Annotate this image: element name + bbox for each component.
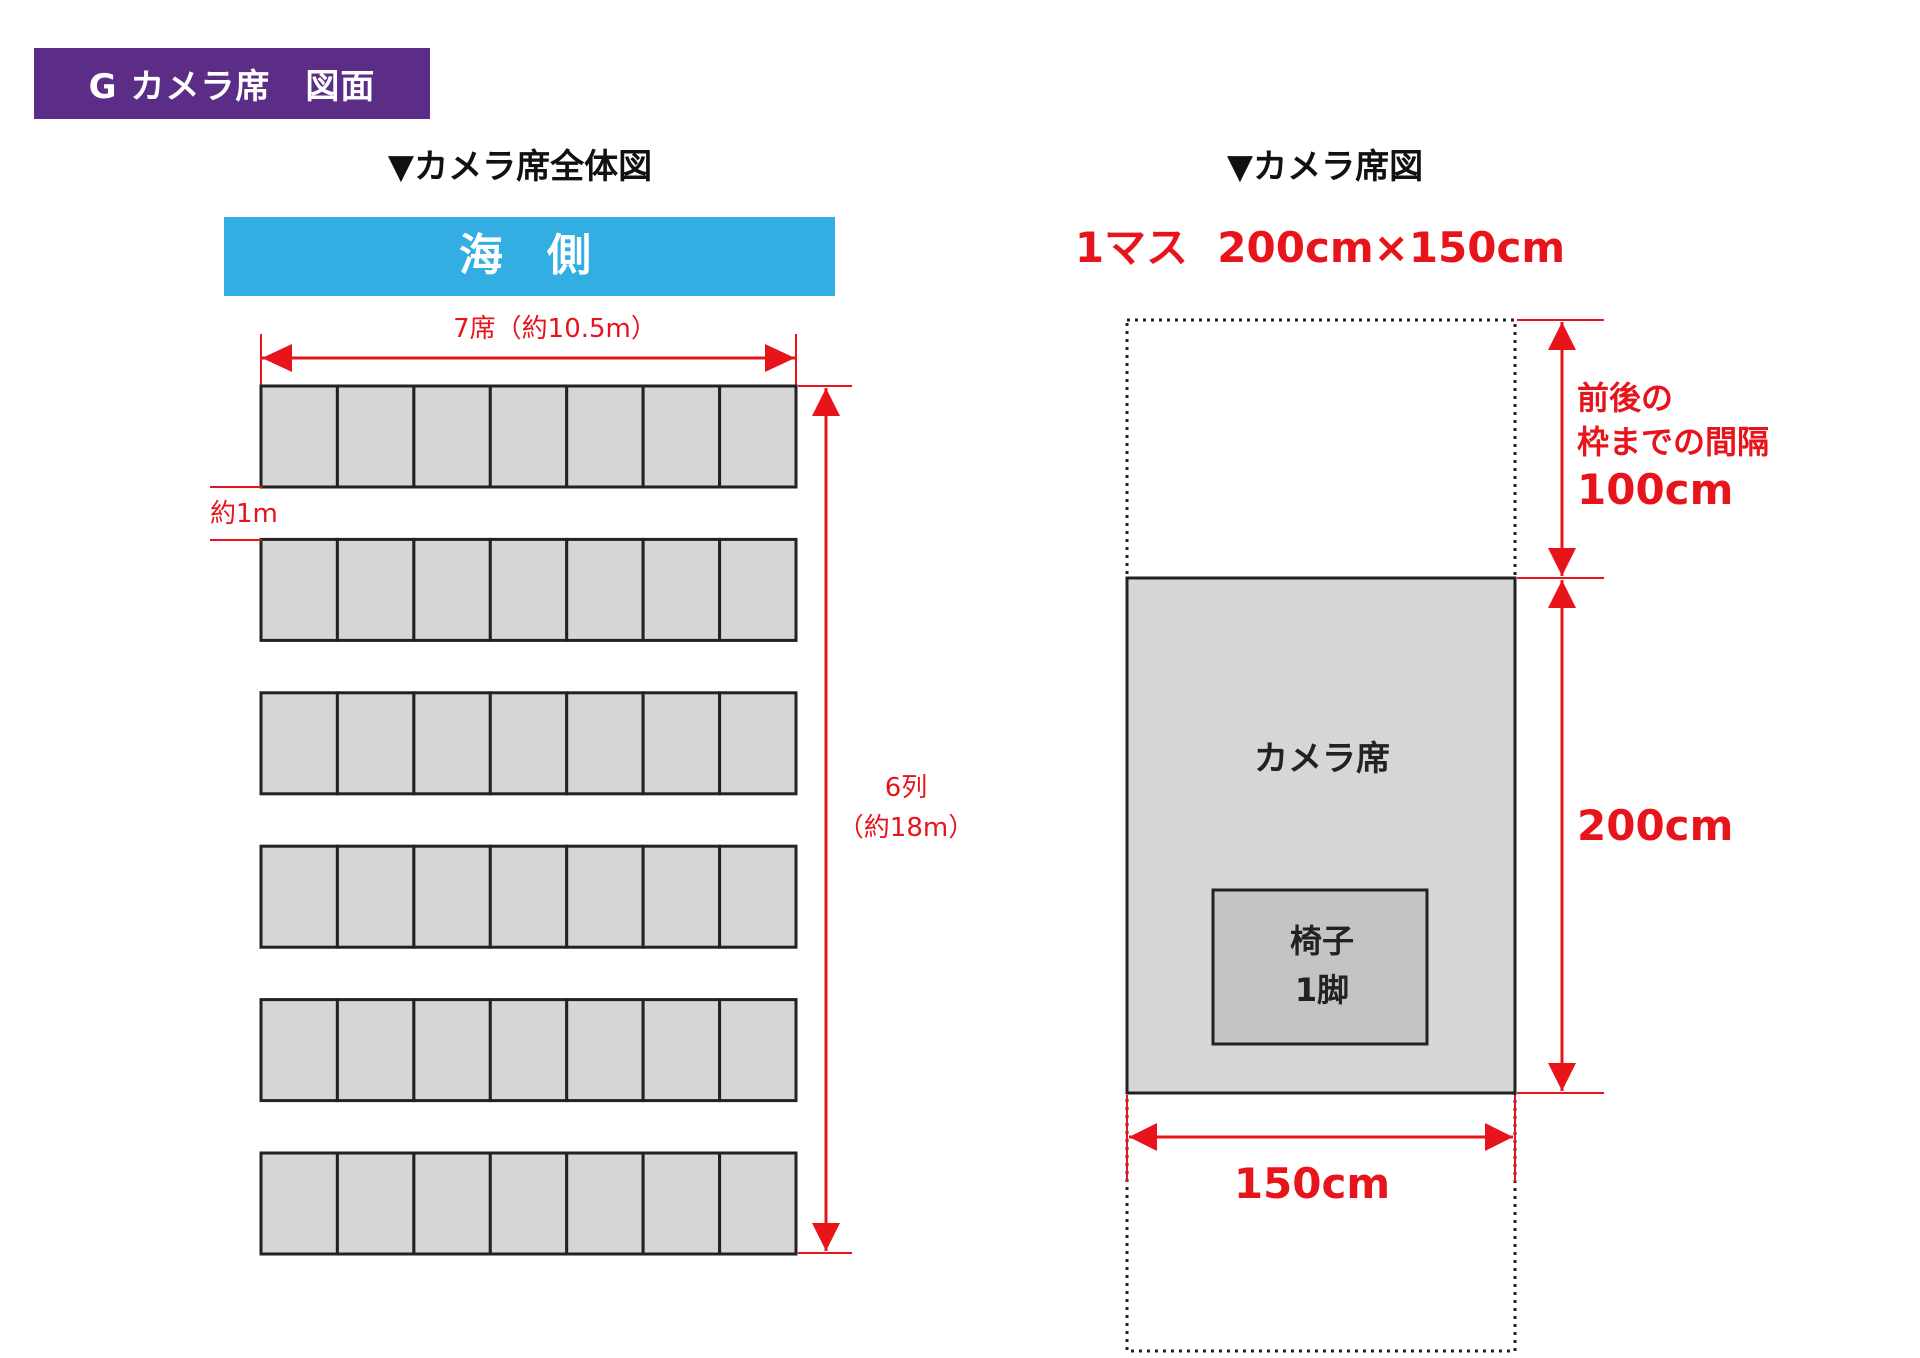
seat-cell — [412, 384, 492, 489]
gap-label-1: 前後の — [1577, 379, 1673, 417]
camera-seat-label: カメラ席 — [1254, 739, 1390, 779]
depth-value: 200cm — [1577, 801, 1733, 850]
seat-cell — [412, 1151, 492, 1256]
gap-value: 100cm — [1577, 465, 1733, 514]
seat-cell — [335, 384, 416, 489]
seat-cell — [412, 998, 492, 1103]
seat-row — [259, 384, 798, 489]
seat-cell — [488, 691, 569, 796]
seat-cell — [488, 384, 569, 489]
seat-row — [259, 537, 798, 642]
seat-row — [259, 691, 798, 796]
seat-heading: ▼カメラ席図 — [1227, 147, 1423, 187]
seat-cell — [718, 537, 798, 642]
seat-cell — [335, 1151, 416, 1256]
sea-side-label: 海 側 — [459, 230, 591, 281]
seat-cell — [412, 537, 492, 642]
seat-cell — [259, 844, 339, 949]
width-dimension-label: 7席（約10.5m） — [453, 314, 657, 344]
rows-dimension-label-2: （約18m） — [838, 813, 974, 843]
overall-heading: ▼カメラ席全体図 — [388, 147, 652, 187]
seat-row — [259, 844, 798, 949]
seat-cell — [641, 384, 721, 489]
front-back-gap-arrow — [1548, 322, 1576, 576]
seat-cell — [259, 384, 339, 489]
row-gap-label: 約1m — [210, 499, 278, 529]
seat-cell — [718, 998, 798, 1103]
seat-cell — [259, 537, 339, 642]
seat-cell — [565, 691, 645, 796]
width-value: 150cm — [1234, 1159, 1390, 1208]
seat-cell — [641, 1151, 721, 1256]
seat-cell — [718, 384, 798, 489]
seat-cell — [412, 691, 492, 796]
seat-cell — [488, 844, 569, 949]
seat-cell — [488, 537, 569, 642]
seat-cell — [565, 384, 645, 489]
gap-label-2: 枠までの間隔 — [1577, 423, 1769, 461]
seat-cell — [641, 537, 721, 642]
seat-cell — [565, 844, 645, 949]
unit-size-label: 1マス 200cm×150cm — [1075, 223, 1565, 272]
seat-cell — [718, 844, 798, 949]
rows-dimension-label-1: 6列 — [885, 773, 928, 803]
chair-box — [1211, 888, 1429, 1046]
chair-label-2: 1脚 — [1295, 971, 1349, 1009]
seat-cell — [335, 691, 416, 796]
seat-cell — [718, 1151, 798, 1256]
seat-cell — [488, 998, 569, 1103]
seat-cell — [259, 998, 339, 1103]
sea-side-banner — [224, 217, 835, 296]
seat-cell — [335, 844, 416, 949]
seat-cell — [718, 691, 798, 796]
seat-cell — [488, 1151, 569, 1256]
seat-width-arrow — [1129, 1123, 1513, 1151]
rows-dimension-arrow — [812, 388, 840, 1251]
seat-cell — [565, 537, 645, 642]
width-dimension-arrow — [262, 344, 795, 372]
seat-cell — [565, 1151, 645, 1256]
seat-cell — [641, 844, 721, 949]
seat-cell — [335, 537, 416, 642]
seat-cell — [259, 1151, 339, 1256]
seat-row — [259, 998, 798, 1103]
seat-row — [259, 1151, 798, 1256]
page-title: G カメラ席 図面 — [34, 48, 430, 119]
seat-cell — [641, 998, 721, 1103]
seat-cell — [412, 844, 492, 949]
seat-rows — [259, 384, 798, 1256]
seat-cell — [259, 691, 339, 796]
seat-cell — [641, 691, 721, 796]
seat-cell — [335, 998, 416, 1103]
seat-depth-arrow — [1548, 580, 1576, 1091]
seat-cell — [565, 998, 645, 1103]
chair-label-1: 椅子 — [1290, 922, 1354, 960]
